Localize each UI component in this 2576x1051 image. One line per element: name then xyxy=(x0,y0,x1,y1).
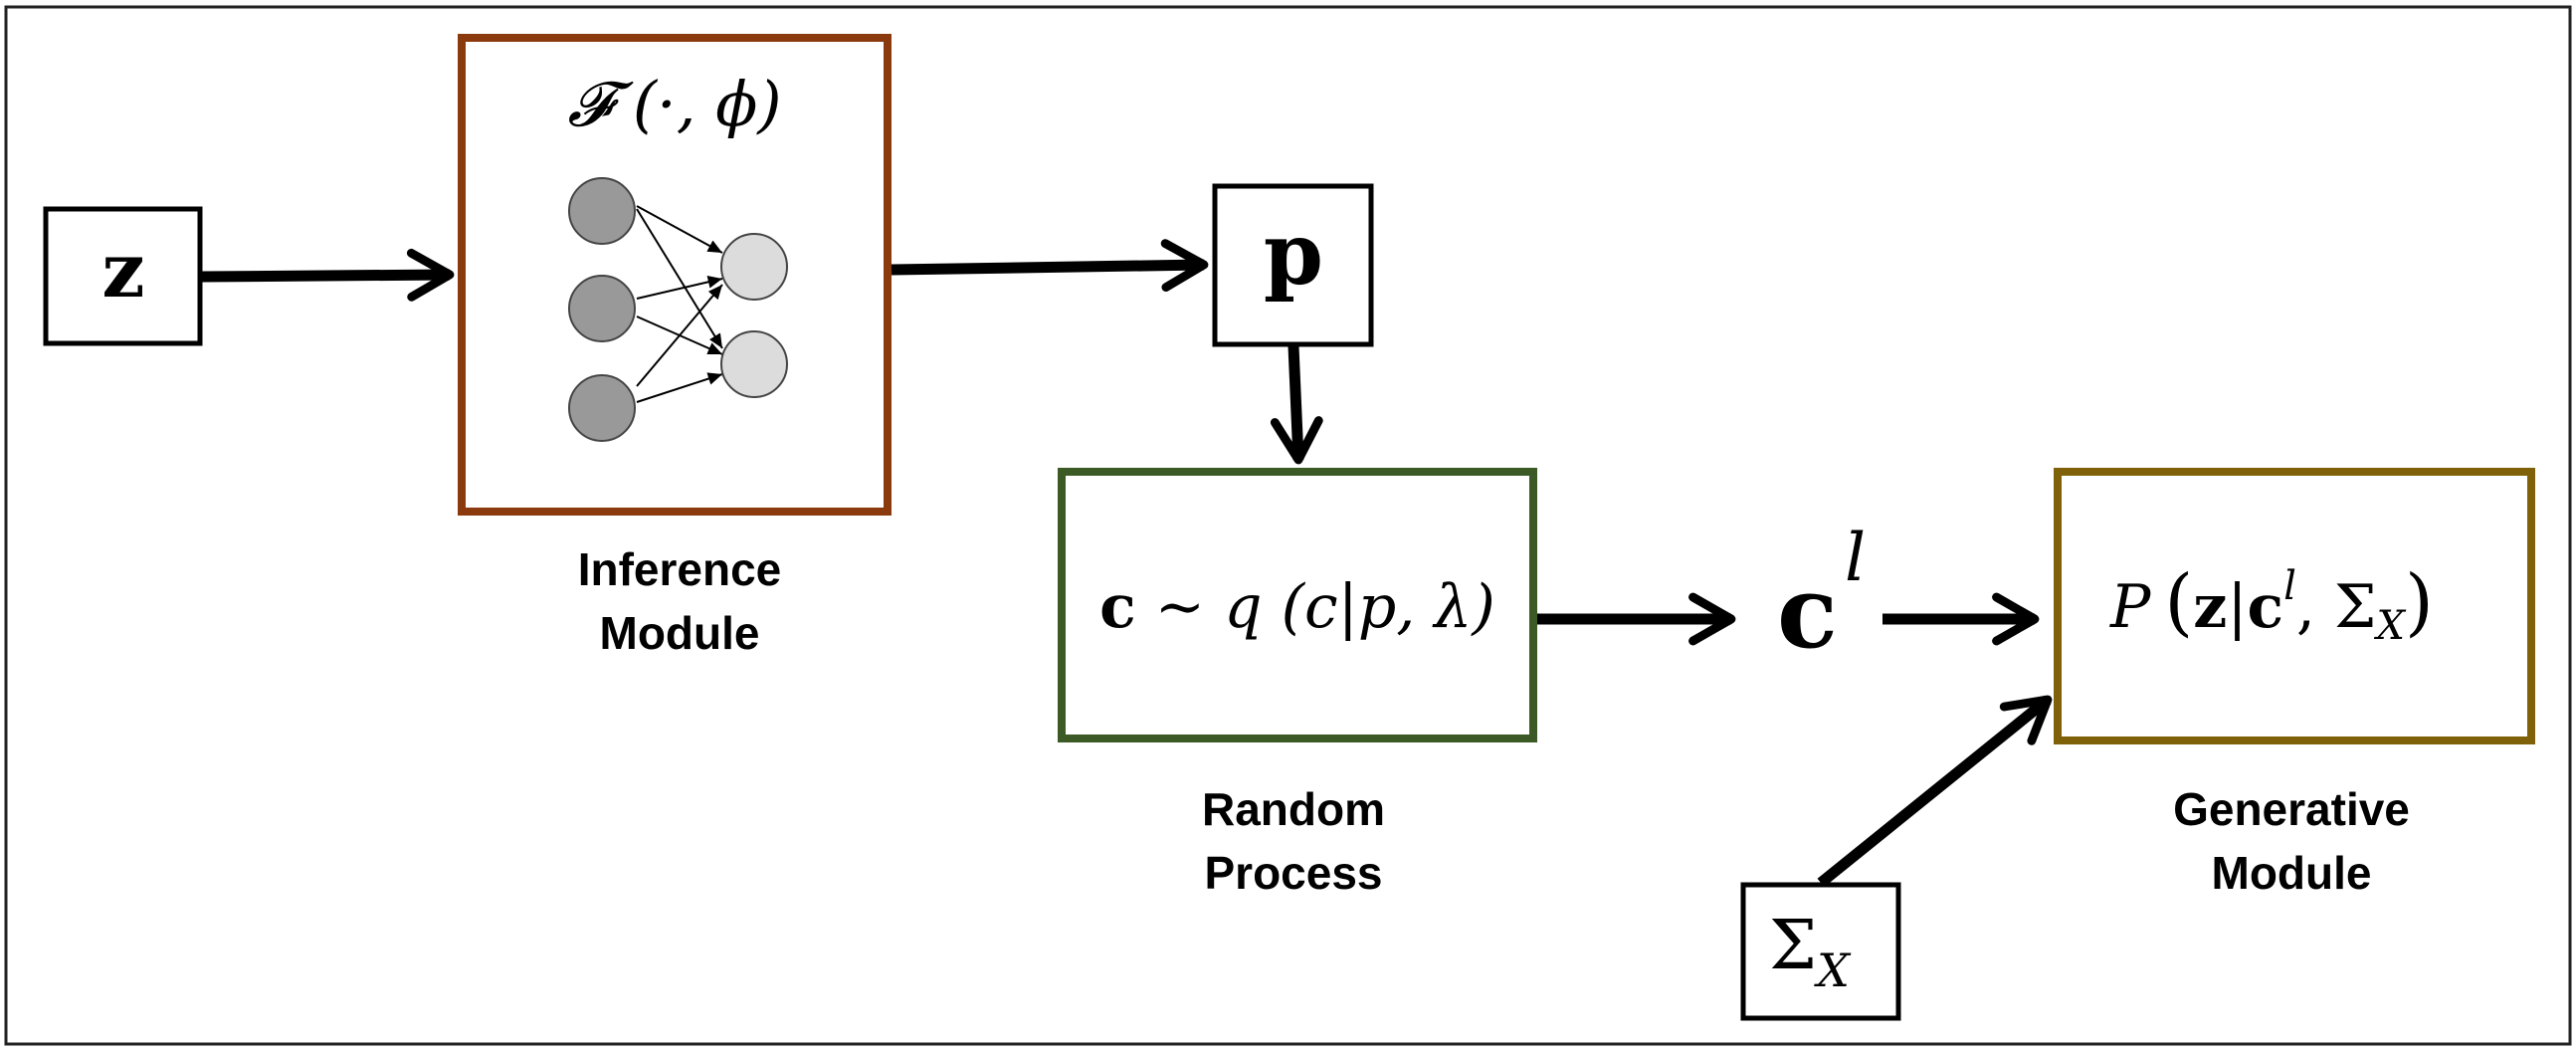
arrow-inference-to-p xyxy=(891,239,1209,293)
generative-caption-line1: Generative xyxy=(2173,783,2410,835)
generative-formula-sigma: , Σ xyxy=(2296,572,2377,642)
generative-module: P(z|cl, ΣX) Generative Module xyxy=(2054,468,2535,899)
arrow-p-to-random xyxy=(1270,345,1323,465)
random-formula-rest: ∼ q (c|p, λ) xyxy=(1136,572,1495,642)
sigma-sub: X xyxy=(1814,944,1852,997)
generative-formula-z: z xyxy=(2193,572,2227,642)
input-neuron xyxy=(568,374,636,442)
random-formula: c ∼ q (c|p, λ) xyxy=(1099,572,1495,642)
sigma-base: Σ xyxy=(1769,907,1817,985)
z-node: z xyxy=(43,206,203,346)
inference-formula: 𝓕 (·, ϕ) xyxy=(567,68,781,140)
cl-node: c l xyxy=(1777,520,1866,671)
generative-formula: P(z|cl, ΣX) xyxy=(2109,559,2434,649)
inference-caption-line1: Inference xyxy=(578,543,782,595)
sigma-node: ΣX xyxy=(1740,882,1901,1021)
generative-formula-c: c xyxy=(2248,572,2284,642)
generative-formula-sup: l xyxy=(2283,563,2296,609)
inference-caption-line2: Module xyxy=(600,607,760,659)
sigma-box xyxy=(1740,882,1901,1021)
inference-box xyxy=(458,34,892,516)
cl-base: c xyxy=(1777,553,1838,671)
p-box xyxy=(1212,183,1374,347)
random-box xyxy=(1058,468,1537,742)
generative-formula-bar: | xyxy=(2227,572,2247,642)
generative-box xyxy=(2054,468,2535,744)
sigma-label: ΣX xyxy=(1769,907,1852,997)
p-label: p xyxy=(1264,204,1323,305)
arrow-z-to-inference xyxy=(201,248,455,302)
input-neuron xyxy=(568,177,636,245)
generative-caption-line2: Module xyxy=(2212,847,2372,899)
output-neuron xyxy=(720,330,788,398)
arrow-sigma-to-generative xyxy=(1817,695,2053,888)
neural-network-icon xyxy=(568,177,788,442)
network-connections xyxy=(636,205,723,403)
input-neuron xyxy=(568,275,636,342)
inference-module: 𝓕 (·, ϕ) Inference Module xyxy=(458,34,892,659)
random-caption-line2: Process xyxy=(1204,847,1382,899)
random-process: c ∼ q (c|p, λ) Random Process xyxy=(1058,468,1537,899)
z-label: z xyxy=(101,226,144,315)
p-node: p xyxy=(1212,183,1374,347)
output-neuron xyxy=(720,233,788,301)
random-caption-line1: Random xyxy=(1202,783,1385,835)
generative-formula-P: P xyxy=(2109,572,2152,642)
z-box xyxy=(43,206,203,346)
cl-sup: l xyxy=(1845,520,1866,596)
generative-formula-sub: X xyxy=(2373,603,2406,649)
random-formula-c: c xyxy=(1099,572,1136,642)
